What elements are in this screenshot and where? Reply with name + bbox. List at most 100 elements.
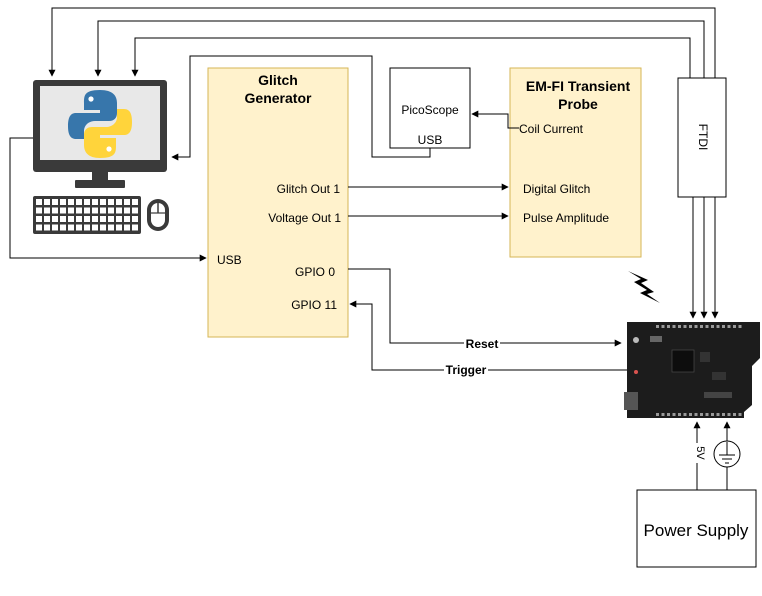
glitch-generator-block: Glitch Generator Glitch Out 1 Voltage Ou… bbox=[207, 67, 349, 338]
wire-trigger bbox=[349, 300, 627, 371]
trigger-label: Trigger bbox=[446, 363, 487, 377]
keyboard-key bbox=[132, 199, 138, 205]
wire-picoscope-to-computer bbox=[171, 55, 431, 161]
header-pin bbox=[661, 325, 665, 328]
keyboard-key bbox=[92, 216, 98, 222]
keyboard-key bbox=[68, 216, 74, 222]
keyboard-key bbox=[100, 207, 106, 214]
keyboard-key bbox=[108, 207, 114, 214]
keyboard-key bbox=[76, 216, 82, 222]
header-pin bbox=[656, 325, 659, 328]
keyboard-key bbox=[124, 199, 130, 205]
keyboard-key bbox=[92, 207, 98, 214]
power-supply-block: Power Supply bbox=[636, 489, 757, 568]
ground-symbol-icon bbox=[713, 440, 741, 468]
reset-label: Reset bbox=[466, 337, 499, 351]
header-pin bbox=[711, 413, 714, 416]
header-pin bbox=[700, 325, 703, 328]
glitch-out-port: Glitch Out 1 bbox=[277, 182, 341, 196]
header-pin bbox=[727, 413, 731, 416]
mouse-icon bbox=[147, 199, 169, 231]
power-supply-label: Power Supply bbox=[644, 521, 749, 540]
keyboard-key bbox=[116, 224, 122, 231]
header-pin bbox=[711, 325, 714, 328]
keyboard-key bbox=[84, 216, 90, 222]
keyboard-key bbox=[76, 207, 82, 214]
header-pin bbox=[683, 413, 687, 416]
ftdi-block: FTDI bbox=[677, 77, 727, 198]
computer bbox=[33, 80, 169, 234]
keyboard-key bbox=[68, 199, 74, 205]
header-pin bbox=[694, 413, 698, 416]
glitch-generator-title-line2: Generator bbox=[245, 90, 312, 106]
keyboard-key bbox=[68, 207, 74, 214]
keyboard-key bbox=[36, 224, 42, 231]
five-volt-label: 5V bbox=[694, 446, 706, 460]
keyboard-key bbox=[36, 216, 42, 222]
keyboard-key bbox=[60, 224, 66, 231]
keyboard-key bbox=[100, 216, 106, 222]
digital-glitch-port: Digital Glitch bbox=[523, 182, 590, 196]
header-pin bbox=[738, 325, 742, 328]
header-pin bbox=[722, 325, 725, 328]
voltage-out-port: Voltage Out 1 bbox=[268, 211, 341, 225]
gpio11-port: GPIO 11 bbox=[291, 298, 337, 312]
keyboard-key bbox=[44, 216, 50, 222]
em-fi-probe-block: EM-FI Transient Probe Coil Current Digit… bbox=[509, 67, 642, 258]
header-pin bbox=[667, 413, 670, 416]
header-pin bbox=[705, 413, 709, 416]
microcontroller-board bbox=[624, 322, 760, 418]
wire-coil-to-picoscope bbox=[471, 110, 519, 129]
keyboard-key bbox=[44, 199, 50, 205]
keyboard-key bbox=[124, 216, 130, 222]
keyboard-key bbox=[84, 207, 90, 214]
keyboard-key bbox=[116, 216, 122, 222]
keyboard-key bbox=[44, 224, 50, 231]
keyboard-key bbox=[44, 207, 50, 214]
keyboard-key bbox=[36, 199, 42, 205]
keyboard-key bbox=[36, 207, 42, 214]
keyboard-key bbox=[60, 207, 66, 214]
keyboard-key bbox=[124, 207, 130, 214]
header-pin bbox=[727, 325, 731, 328]
keyboard-key bbox=[76, 199, 82, 205]
keyboard-key bbox=[116, 199, 122, 205]
header-pin bbox=[705, 325, 709, 328]
header-pin bbox=[700, 413, 703, 416]
coil-current-port: Coil Current bbox=[519, 122, 584, 136]
keyboard-key bbox=[52, 199, 58, 205]
header-pin bbox=[661, 413, 665, 416]
glitch-generator-usb-port: USB bbox=[217, 253, 242, 267]
header-pin bbox=[678, 325, 681, 328]
probe-title-line1: EM-FI Transient bbox=[526, 78, 631, 94]
keyboard-key bbox=[108, 199, 114, 205]
header-pin bbox=[733, 325, 736, 328]
keyboard-key bbox=[108, 224, 114, 231]
header-pin bbox=[656, 413, 659, 416]
keyboard-key bbox=[132, 216, 138, 222]
wire-reset bbox=[348, 268, 622, 347]
wires bbox=[9, 7, 731, 490]
header-pin bbox=[683, 325, 687, 328]
ftdi-label: FTDI bbox=[696, 124, 710, 151]
wire-ftdi-to-computer-3 bbox=[131, 37, 691, 78]
keyboard-key bbox=[132, 224, 138, 231]
header-pin bbox=[678, 413, 681, 416]
header-pin bbox=[738, 413, 742, 416]
header-pin bbox=[733, 413, 736, 416]
header-pin bbox=[672, 325, 676, 328]
picoscope-usb-port: USB bbox=[418, 133, 443, 147]
pulse-amplitude-port: Pulse Amplitude bbox=[523, 211, 609, 225]
keyboard-key bbox=[132, 207, 138, 214]
keyboard-key bbox=[116, 207, 122, 214]
probe-title-line2: Probe bbox=[558, 96, 598, 112]
wire-ftdi-to-computer-2 bbox=[94, 20, 705, 78]
keyboard-key bbox=[76, 224, 82, 231]
keyboard-key bbox=[60, 199, 66, 205]
keyboard-key bbox=[100, 224, 106, 231]
keyboard-key bbox=[52, 216, 58, 222]
wire-ftdi-to-computer-1 bbox=[48, 7, 716, 78]
keyboard-key bbox=[60, 216, 66, 222]
keyboard-key bbox=[84, 224, 90, 231]
